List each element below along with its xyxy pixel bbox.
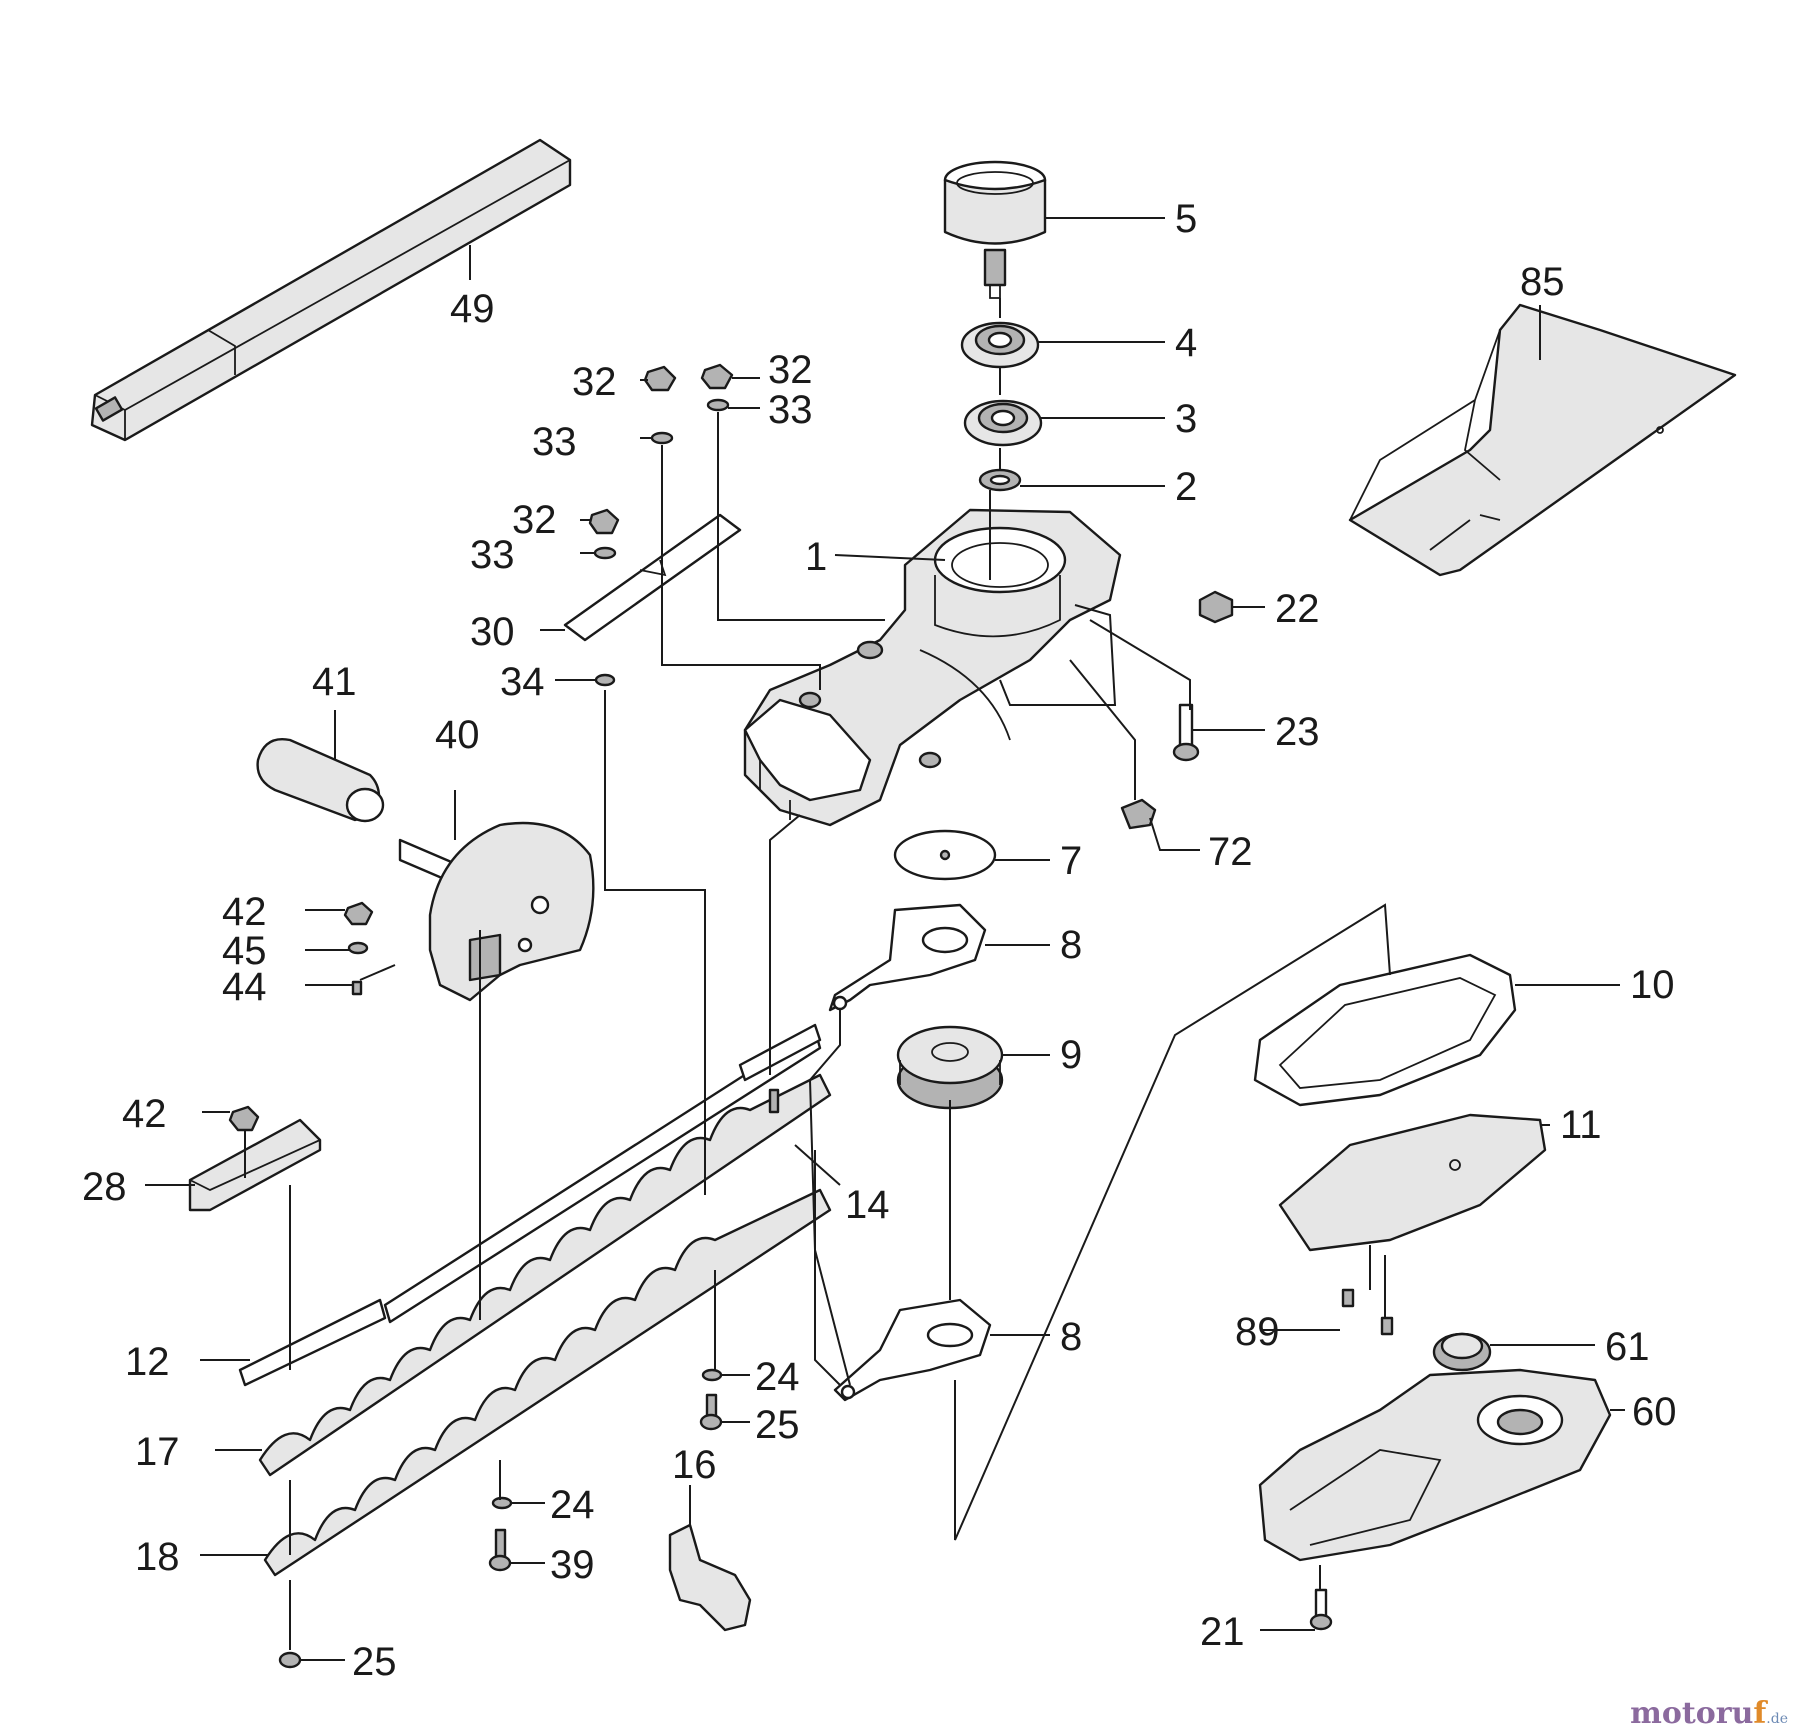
callout-32-c: 32 bbox=[512, 498, 557, 542]
part-8-connecting-plate-lower bbox=[833, 1298, 992, 1402]
callout-25-upper: 25 bbox=[755, 1403, 800, 1447]
part-23-bolt bbox=[1172, 703, 1200, 762]
callout-4: 4 bbox=[1175, 321, 1197, 365]
callout-72: 72 bbox=[1208, 830, 1253, 874]
part-21-bolt bbox=[1309, 1588, 1333, 1631]
callout-42-lower: 42 bbox=[122, 1092, 167, 1136]
callout-1: 1 bbox=[805, 535, 827, 579]
callout-12: 12 bbox=[125, 1340, 170, 1384]
callout-40: 40 bbox=[435, 713, 480, 757]
part-22-grease-nipple bbox=[1198, 590, 1234, 624]
watermark-brand: motoru bbox=[1630, 1696, 1754, 1731]
part-60-gear-case-cover bbox=[1258, 1368, 1612, 1562]
watermark-logo: motoruf.de bbox=[1630, 1696, 1788, 1731]
part-41-grip bbox=[256, 738, 385, 823]
callout-23: 23 bbox=[1275, 710, 1320, 754]
watermark-tld: .de bbox=[1766, 1711, 1788, 1727]
part-17-upper-blade bbox=[258, 1073, 832, 1477]
callout-labels: 1 2 3 4 5 7 8 8 9 10 11 12 14 16 17 18 2… bbox=[82, 197, 1677, 1684]
part-2-washer bbox=[978, 468, 1022, 492]
callout-28: 28 bbox=[82, 1165, 127, 1209]
callout-leaders bbox=[145, 217, 1625, 1661]
callout-21: 21 bbox=[1200, 1610, 1245, 1654]
part-89-screws bbox=[1341, 1288, 1394, 1336]
callout-32-b: 32 bbox=[768, 348, 813, 392]
callout-11: 11 bbox=[1560, 1103, 1602, 1147]
part-28-clip bbox=[188, 1118, 322, 1212]
callout-39: 39 bbox=[550, 1543, 595, 1587]
part-4-bearing bbox=[960, 321, 1040, 369]
callout-22: 22 bbox=[1275, 587, 1320, 631]
watermark-accent: f bbox=[1753, 1696, 1767, 1731]
callout-33-b: 33 bbox=[768, 388, 813, 432]
callout-60: 60 bbox=[1632, 1390, 1677, 1434]
part-1-gear-housing bbox=[743, 508, 1122, 827]
callout-85: 85 bbox=[1520, 260, 1565, 304]
callout-33-a: 33 bbox=[532, 420, 577, 464]
callout-32-a: 32 bbox=[572, 360, 617, 404]
part-61-bearing bbox=[1432, 1332, 1492, 1372]
callout-24-upper: 24 bbox=[755, 1355, 800, 1399]
callout-61: 61 bbox=[1605, 1325, 1650, 1369]
part-3-bearing bbox=[963, 399, 1043, 447]
callout-16: 16 bbox=[672, 1443, 717, 1487]
callout-41: 41 bbox=[312, 660, 357, 704]
part-12-blade-guide bbox=[238, 1023, 822, 1387]
callout-18: 18 bbox=[135, 1535, 180, 1579]
callout-8-upper: 8 bbox=[1060, 923, 1082, 967]
callout-44: 44 bbox=[222, 965, 267, 1009]
part-5-drive-cup bbox=[943, 160, 1047, 299]
callout-2: 2 bbox=[1175, 465, 1197, 509]
part-7-shim bbox=[893, 829, 997, 881]
part-8-connecting-plate-upper bbox=[828, 903, 987, 1012]
callout-17: 17 bbox=[135, 1430, 180, 1474]
callout-34: 34 bbox=[500, 660, 545, 704]
part-9-gear bbox=[896, 1025, 1004, 1110]
part-40-handle-bracket bbox=[398, 821, 595, 1002]
part-18-lower-blade bbox=[263, 1188, 832, 1577]
callout-24-lower: 24 bbox=[550, 1483, 595, 1527]
callout-33-c: 33 bbox=[470, 533, 515, 577]
part-11-plate bbox=[1278, 1113, 1547, 1252]
callout-3: 3 bbox=[1175, 397, 1197, 441]
callout-30: 30 bbox=[470, 610, 515, 654]
part-16-clamp bbox=[668, 1523, 752, 1632]
part-72-cap bbox=[1120, 798, 1157, 830]
callout-89: 89 bbox=[1235, 1310, 1280, 1354]
callout-10: 10 bbox=[1630, 963, 1675, 1007]
callout-7: 7 bbox=[1060, 839, 1082, 883]
callout-8-lower: 8 bbox=[1060, 1315, 1082, 1359]
part-42-45-44-fasteners bbox=[343, 901, 374, 996]
assembly-guide-lines bbox=[244, 298, 1391, 1650]
part-30-strap bbox=[563, 513, 742, 642]
part-10-gasket bbox=[1253, 953, 1517, 1107]
part-49-guard-tube bbox=[90, 138, 572, 442]
part-85-cover bbox=[1348, 303, 1737, 577]
part-34-washer bbox=[594, 673, 616, 687]
part-14-screw bbox=[768, 1088, 780, 1114]
callout-42-upper: 42 bbox=[222, 890, 267, 934]
callout-14: 14 bbox=[845, 1183, 890, 1227]
callout-9: 9 bbox=[1060, 1033, 1082, 1077]
part-42-nut-lower bbox=[228, 1105, 260, 1132]
callout-25-lower: 25 bbox=[352, 1640, 397, 1684]
callout-45: 45 bbox=[222, 929, 267, 973]
callout-5: 5 bbox=[1175, 197, 1197, 241]
callout-49: 49 bbox=[450, 287, 495, 331]
